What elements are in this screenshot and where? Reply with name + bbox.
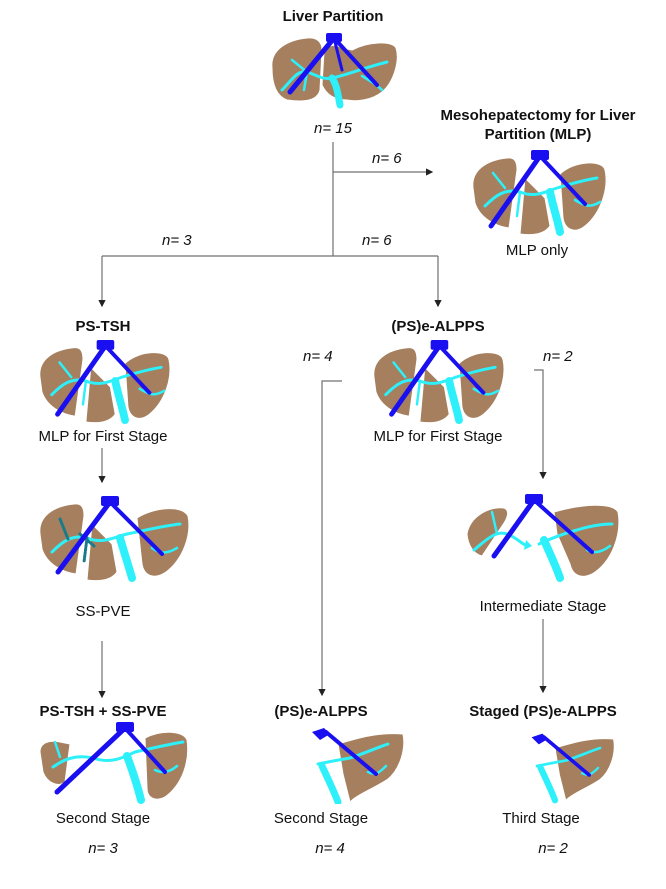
- liver-alpps-first-stage-icon: [373, 339, 505, 424]
- pstsh-final-count: n= 3: [88, 840, 118, 857]
- pstsh-first-stage-caption: MLP for First Stage: [38, 428, 168, 445]
- liver-intermediate-stage-icon: [466, 494, 620, 582]
- pstsh-title: PS-TSH: [75, 318, 131, 335]
- root-title: Liver Partition: [282, 8, 384, 25]
- mlp-title-line1: Mesohepatectomy for Liver: [440, 107, 636, 124]
- right-split-count: n= 6: [362, 232, 392, 249]
- intermediate-caption: Intermediate Stage: [479, 598, 607, 615]
- alpps-title: (PS)e-ALPPS: [391, 318, 485, 335]
- pstsh-final-title: PS-TSH + SS-PVE: [39, 703, 167, 720]
- liver-pstsh-second-stage-icon: [39, 722, 189, 804]
- liver-pstsh-first-stage-icon: [39, 339, 171, 424]
- pstsh-pve-caption: SS-PVE: [75, 603, 131, 620]
- alpps-first-stage-caption: MLP for First Stage: [373, 428, 503, 445]
- liver-staged-third-stage-icon: [531, 733, 615, 804]
- left-split-count: n= 3: [162, 232, 192, 249]
- alpps-left-edge-count: n= 4: [303, 348, 333, 365]
- alpps-second-title: (PS)e-ALPPS: [274, 703, 368, 720]
- mlp-edge-count: n= 6: [372, 150, 402, 167]
- liver-mlp-icon: [472, 150, 607, 236]
- pstsh-final-caption: Second Stage: [55, 810, 151, 827]
- root-count: n= 15: [314, 120, 352, 137]
- mlp-caption: MLP only: [505, 242, 569, 259]
- liver-full-icon: [271, 33, 398, 109]
- mlp-title-line2: Partition (MLP): [484, 126, 592, 143]
- alpps-right-edge-count: n= 2: [543, 348, 573, 365]
- arrow-alpps-to-second: [318, 380, 342, 697]
- staged-count: n= 2: [538, 840, 568, 857]
- alpps-second-caption: Second Stage: [273, 810, 369, 827]
- staged-caption: Third Stage: [502, 810, 580, 827]
- liver-ss-pve-icon: [39, 496, 190, 582]
- liver-alpps-second-stage-icon: [312, 728, 405, 804]
- staged-alpps-title: Staged (PS)e-ALPPS: [469, 703, 617, 720]
- alpps-second-count: n= 4: [315, 840, 345, 857]
- arrow-alpps-to-intermediate: [534, 369, 547, 480]
